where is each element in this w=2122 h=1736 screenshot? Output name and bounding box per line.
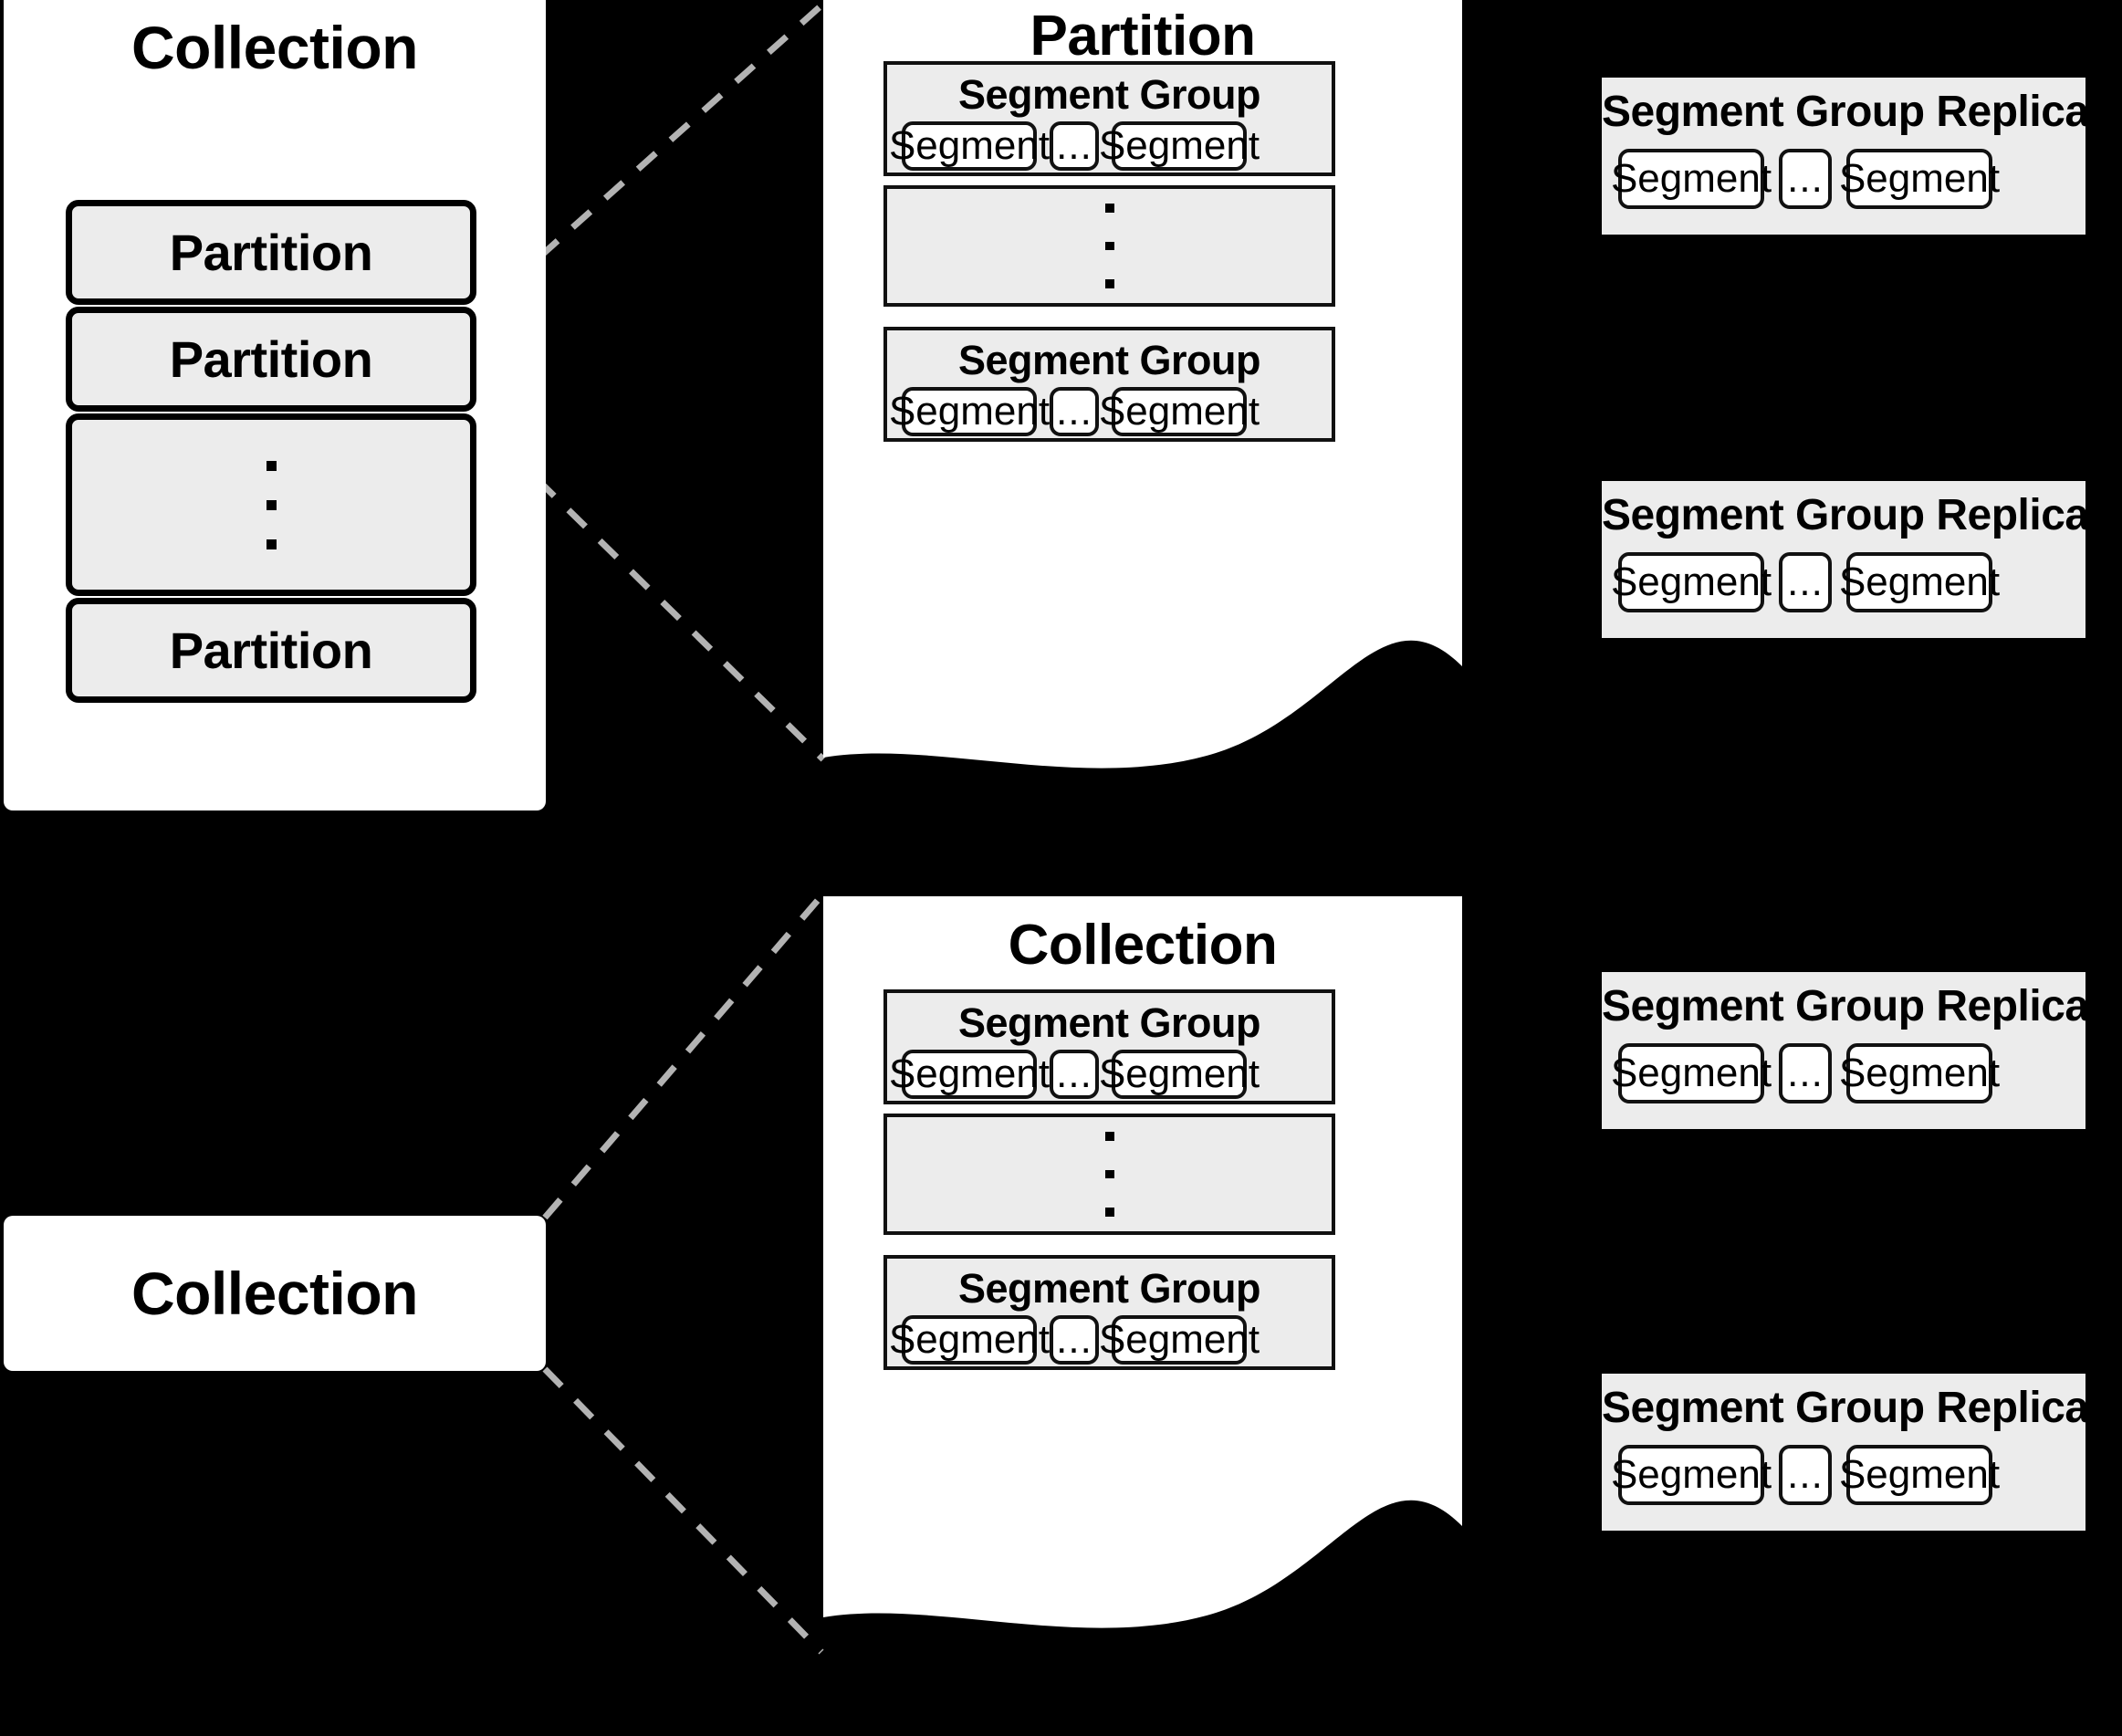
segment-box[interactable]: Segment (1099, 387, 1260, 436)
segment-row: Segment ... Segment (1611, 1445, 2000, 1505)
segment-row: Segment ... Segment (1611, 1043, 2000, 1103)
segment-box[interactable]: Segment (1839, 1445, 2000, 1505)
segment-row: Segment ... Segment (1611, 149, 2000, 209)
segment-ellipsis-box: ... (1779, 552, 1832, 612)
segment-row: Segment ... Segment (1611, 552, 2000, 612)
segment-ellipsis-box: ... (1050, 121, 1099, 171)
segment-box[interactable]: Segment (1611, 1043, 1772, 1103)
segment-box[interactable]: Segment (1099, 1315, 1260, 1365)
segment-group-ellipsis (883, 185, 1335, 307)
partition-row-ellipsis (66, 413, 476, 596)
partition-row[interactable]: Partition (66, 307, 476, 412)
top-collection-panel-title: Collection (131, 14, 419, 81)
segment-row: Segment ... Segment (889, 387, 1260, 436)
top-partition-panel-content: Partition Segment Group Segment ... Segm… (823, 0, 1462, 812)
segment-box[interactable]: Segment (1099, 121, 1260, 171)
segment-ellipsis-box: ... (1779, 149, 1832, 209)
segment-group-title: Segment Group (957, 337, 1261, 383)
partition-row-label: Partition (169, 622, 373, 679)
partition-row[interactable]: Partition (66, 200, 476, 305)
segment-group-replica[interactable]: Segment Group Replica Segment ... Segmen… (1602, 972, 2089, 1129)
segment-group-title: Segment Group (957, 999, 1261, 1046)
segment-row: Segment ... Segment (889, 121, 1260, 171)
segment-group-replica-title: Segment Group Replica (1602, 1384, 2089, 1432)
segment-group[interactable]: Segment Group Segment ... Segment (883, 989, 1335, 1104)
segment-group-replica[interactable]: Segment Group Replica Segment ... Segmen… (1602, 481, 2089, 638)
segment-ellipsis-box: ... (1050, 387, 1099, 436)
segment-row: Segment ... Segment (889, 1050, 1260, 1099)
connector-collection-to-collection-panel-top (542, 895, 822, 1220)
segment-box[interactable]: Segment (1611, 149, 1772, 209)
segment-box[interactable]: Segment (1839, 149, 2000, 209)
bottom-collection-panel-content: Collection Segment Group Segment ... Seg… (823, 896, 1462, 1736)
segment-group-replica[interactable]: Segment Group Replica Segment ... Segmen… (1602, 78, 2089, 235)
segment-box[interactable]: Segment (889, 387, 1050, 436)
top-partition-panel-title: Partition (1030, 5, 1256, 68)
segment-box[interactable]: Segment (1099, 1050, 1260, 1099)
segment-group-replica-title: Segment Group Replica (1602, 491, 2089, 539)
partition-row-label: Partition (169, 224, 373, 281)
top-collection-panel: Collection Partition Partition Partition (4, 0, 546, 810)
segment-group-title: Segment Group (957, 71, 1261, 118)
bottom-collection-box-label: Collection (131, 1260, 419, 1327)
segment-box[interactable]: Segment (889, 121, 1050, 171)
segment-group[interactable]: Segment Group Segment ... Segment (883, 61, 1335, 176)
segment-group-ellipsis (883, 1114, 1335, 1235)
segment-box[interactable]: Segment (1611, 552, 1772, 612)
segment-ellipsis-box: ... (1050, 1315, 1099, 1365)
segment-group-replica[interactable]: Segment Group Replica Segment ... Segmen… (1602, 1374, 2089, 1531)
bottom-collection-box[interactable]: Collection (4, 1216, 546, 1371)
segment-ellipsis-box: ... (1779, 1043, 1832, 1103)
segment-box[interactable]: Segment (1839, 552, 2000, 612)
segment-group-replica-title: Segment Group Replica (1602, 88, 2089, 136)
segment-row: Segment ... Segment (889, 1315, 1260, 1365)
segment-group[interactable]: Segment Group Segment ... Segment (883, 327, 1335, 442)
segment-box[interactable]: Segment (889, 1315, 1050, 1365)
segment-box[interactable]: Segment (1611, 1445, 1772, 1505)
segment-box[interactable]: Segment (889, 1050, 1050, 1099)
segment-box[interactable]: Segment (1839, 1043, 2000, 1103)
connector-collection-to-collection-panel-bottom (542, 1366, 824, 1655)
bottom-collection-panel-title: Collection (1008, 914, 1278, 977)
segment-group-replica-title: Segment Group Replica (1602, 982, 2089, 1030)
partition-row[interactable]: Partition (66, 598, 476, 703)
segment-ellipsis-box: ... (1779, 1445, 1832, 1505)
partition-row-label: Partition (169, 330, 373, 388)
segment-group-title: Segment Group (957, 1265, 1261, 1312)
segment-group[interactable]: Segment Group Segment ... Segment (883, 1255, 1335, 1370)
segment-ellipsis-box: ... (1050, 1050, 1099, 1099)
